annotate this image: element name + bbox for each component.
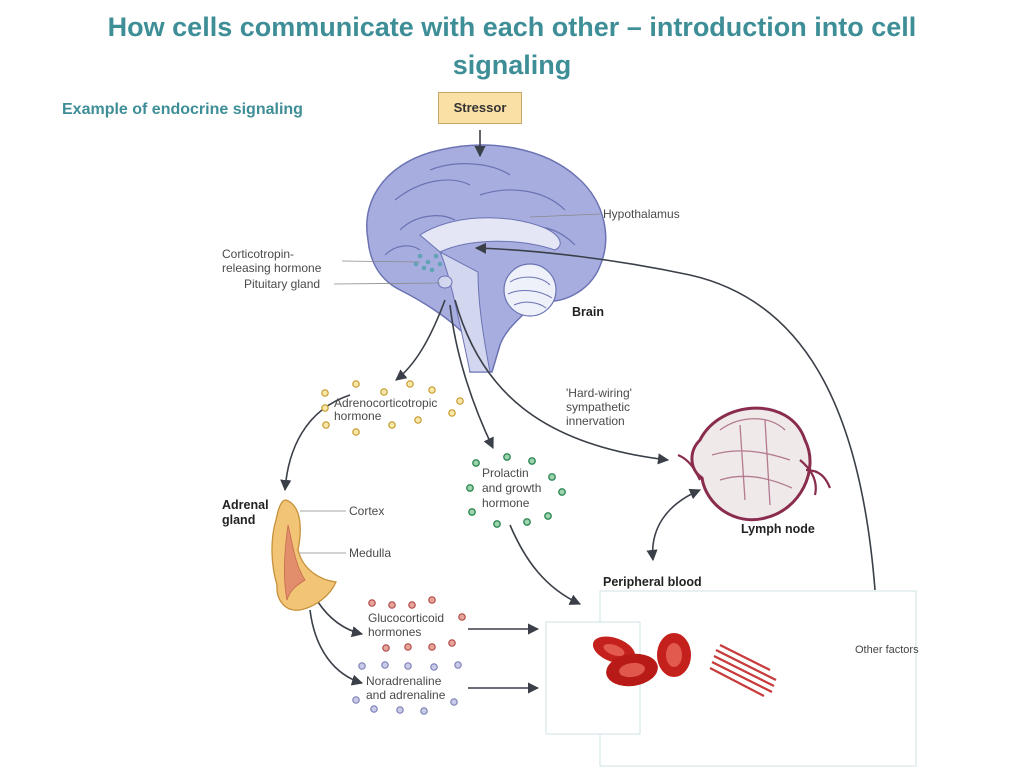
prolactin-label-line3: hormone xyxy=(482,496,530,510)
nora-label-line1: Noradrenaline xyxy=(366,674,442,688)
cortex-label: Cortex xyxy=(349,504,385,518)
peripheral-blood-label: Peripheral blood xyxy=(603,575,702,589)
gluco-label-line1: Glucocorticoid xyxy=(368,611,445,625)
stressor-box: Stressor xyxy=(438,92,522,124)
brain-illustration xyxy=(366,144,607,373)
adrenal-gland xyxy=(271,499,337,611)
nora-label-line2: and adrenaline xyxy=(366,688,446,702)
crh-label-line1: Corticotropin- xyxy=(222,247,295,261)
adrenal-label-line2: gland xyxy=(222,513,256,527)
hypothalamus-label: Hypothalamus xyxy=(603,207,680,221)
acth-dots xyxy=(321,380,464,436)
other-factors-label: Other factors xyxy=(855,644,919,656)
red-blood-cells xyxy=(592,633,691,687)
nora-dots xyxy=(352,661,462,715)
acth-label-line2: hormone xyxy=(334,409,382,423)
lymph-node-label: Lymph node xyxy=(741,522,815,536)
pituitary-label: Pituitary gland xyxy=(244,277,321,291)
page-title: How cells communicate with each other – … xyxy=(107,12,917,80)
muscle-fibers xyxy=(709,644,777,697)
brain-label: Brain xyxy=(572,305,604,319)
acth-label-line1: Adrenocorticotropic xyxy=(334,396,438,410)
hardwiring-label-line3: innervation xyxy=(566,414,625,428)
prolactin-label-line2: and growth xyxy=(482,481,542,495)
hardwiring-label-line2: sympathetic xyxy=(566,400,631,414)
crh-label-line2: releasing hormone xyxy=(222,261,322,275)
prolactin-dots xyxy=(466,453,566,528)
lymph-node xyxy=(677,406,832,522)
diagram-subtitle: Example of endocrine signaling xyxy=(62,101,303,118)
adrenal-label-line1: Adrenal xyxy=(222,498,269,512)
medulla-label: Medulla xyxy=(349,546,392,560)
hardwiring-label-line1: 'Hard-wiring' xyxy=(566,386,632,400)
prolactin-label-line1: Prolactin xyxy=(482,466,529,480)
gluco-label-line2: hormones xyxy=(368,625,422,639)
gluco-dots xyxy=(368,596,466,652)
